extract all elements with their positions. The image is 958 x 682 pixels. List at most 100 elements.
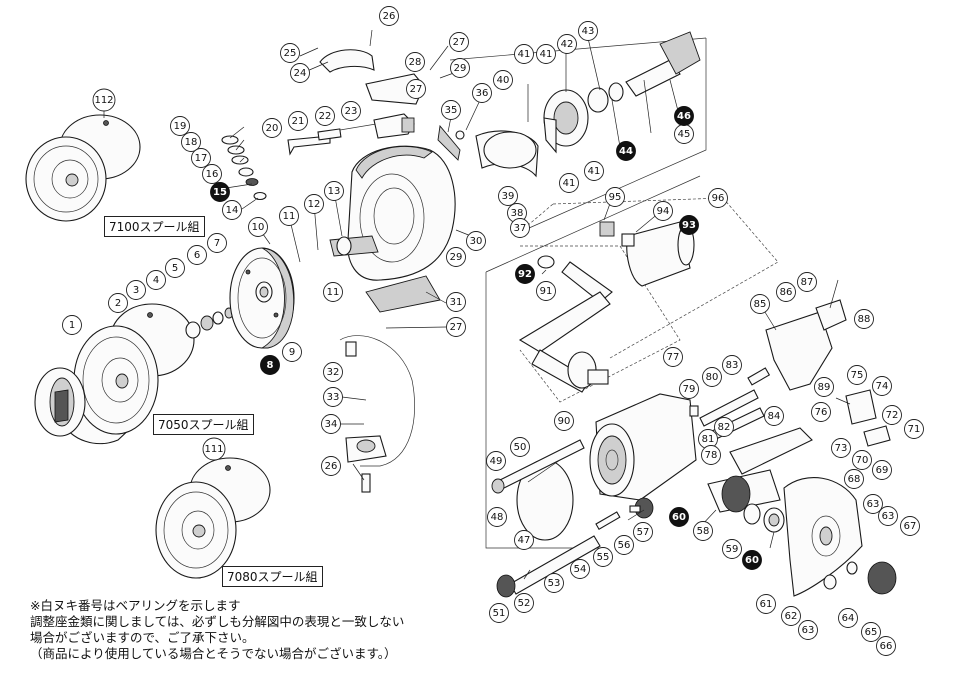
- callout-85: 85: [750, 294, 770, 314]
- callout-circle: [449, 32, 469, 52]
- callout-number: 18: [185, 137, 198, 148]
- callout-circle: [324, 181, 344, 201]
- callout-number: 28: [409, 57, 422, 68]
- callout-44: 44: [616, 141, 636, 161]
- callout-number: 39: [502, 191, 515, 202]
- callout-number: 24: [294, 68, 307, 79]
- callout-37: 37: [510, 218, 530, 238]
- callout-29: 29: [450, 58, 470, 78]
- callout-41: 41: [584, 161, 604, 181]
- callout-24: 24: [290, 63, 310, 83]
- callout-66: 66: [876, 636, 896, 656]
- callout-number: 56: [618, 540, 631, 551]
- callout-circle: [260, 355, 280, 375]
- callout-25: 25: [280, 43, 300, 63]
- callout-circle: [446, 292, 466, 312]
- callout-number: 41: [563, 178, 576, 189]
- callout-number: 70: [856, 455, 869, 466]
- callout-34: 34: [321, 414, 341, 434]
- callout-number: 47: [518, 535, 531, 546]
- callout-number: 71: [908, 424, 921, 435]
- callout-circle: [674, 106, 694, 126]
- callout-circle: [472, 83, 492, 103]
- callout-circle: [797, 272, 817, 292]
- callout-circle: [559, 173, 579, 193]
- callout-111: 111: [202, 437, 226, 461]
- callout-number: 44: [619, 146, 633, 157]
- spool-7080: [155, 457, 271, 579]
- callout-number: 29: [454, 63, 467, 74]
- callout-80: 80: [702, 367, 722, 387]
- callout-11: 11: [323, 282, 343, 302]
- callout-number: 84: [768, 411, 781, 422]
- callout-number: 17: [195, 153, 208, 164]
- callout-number: 77: [667, 352, 680, 363]
- callout-number: 11: [327, 287, 340, 298]
- callout-68: 68: [844, 469, 864, 489]
- callout-number: 73: [835, 443, 848, 454]
- callout-number: 48: [491, 512, 504, 523]
- assembly-guide-lines: [449, 37, 779, 549]
- callout-76: 76: [811, 402, 831, 422]
- callout-number: 1: [69, 320, 75, 331]
- callout-13: 13: [324, 181, 344, 201]
- callout-75: 75: [847, 365, 867, 385]
- callout-number: 92: [518, 269, 532, 280]
- callout-number: 58: [697, 526, 710, 537]
- callout-number: 60: [672, 512, 686, 523]
- drive-gear-and-cover: [707, 427, 897, 597]
- spool-label-7050: 7050スプール組: [153, 414, 254, 435]
- callout-number: 62: [785, 611, 798, 622]
- callout-circle: [750, 294, 770, 314]
- callout-number: 76: [815, 407, 828, 418]
- callout-23: 23: [341, 101, 361, 121]
- callout-35: 35: [441, 100, 461, 120]
- callout-circle: [126, 280, 146, 300]
- callout-number: 55: [597, 552, 610, 563]
- callout-number: 61: [760, 599, 773, 610]
- bail-parts: [319, 49, 465, 161]
- callout-3: 3: [126, 280, 146, 300]
- callout-number: 85: [754, 299, 767, 310]
- callout-number: 96: [712, 193, 725, 204]
- callout-number: 74: [876, 381, 889, 392]
- callout-circle: [854, 309, 874, 329]
- callout-63: 63: [878, 506, 898, 526]
- callout-27: 27: [406, 79, 426, 99]
- callout-number: 21: [292, 116, 305, 127]
- callout-number: 32: [327, 367, 340, 378]
- callout-number: 31: [450, 297, 463, 308]
- callout-8: 8: [260, 355, 280, 375]
- callout-circle: [838, 608, 858, 628]
- callout-26: 26: [321, 456, 341, 476]
- callout-circle: [669, 507, 689, 527]
- callout-89: 89: [814, 377, 834, 397]
- callout-number: 8: [267, 360, 274, 371]
- callout-circle: [831, 438, 851, 458]
- pinion-assembly: [543, 31, 701, 154]
- callout-27: 27: [446, 317, 466, 337]
- callout-46: 46: [674, 106, 694, 126]
- callout-circle: [570, 559, 590, 579]
- callout-circle: [321, 414, 341, 434]
- callout-number: 69: [876, 465, 889, 476]
- callout-number: 27: [450, 322, 463, 333]
- callout-circle: [321, 456, 341, 476]
- callout-58: 58: [693, 521, 713, 541]
- callout-circle: [290, 63, 310, 83]
- callout-circle: [446, 247, 466, 267]
- callout-circle: [210, 182, 230, 202]
- callout-circle: [882, 405, 902, 425]
- handle-assembly: [518, 221, 695, 393]
- callout-number: 89: [818, 382, 831, 393]
- callout-circle: [207, 233, 227, 253]
- callout-21: 21: [288, 111, 308, 131]
- callout-circle: [108, 293, 128, 313]
- callout-number: 63: [802, 625, 815, 636]
- callout-circle: [679, 379, 699, 399]
- note-line: 場合がございますので、ご了承下さい。: [30, 630, 255, 645]
- callout-circle: [605, 187, 625, 207]
- callout-number: 63: [882, 511, 895, 522]
- bail-wire: [339, 335, 415, 493]
- callout-circle: [489, 603, 509, 623]
